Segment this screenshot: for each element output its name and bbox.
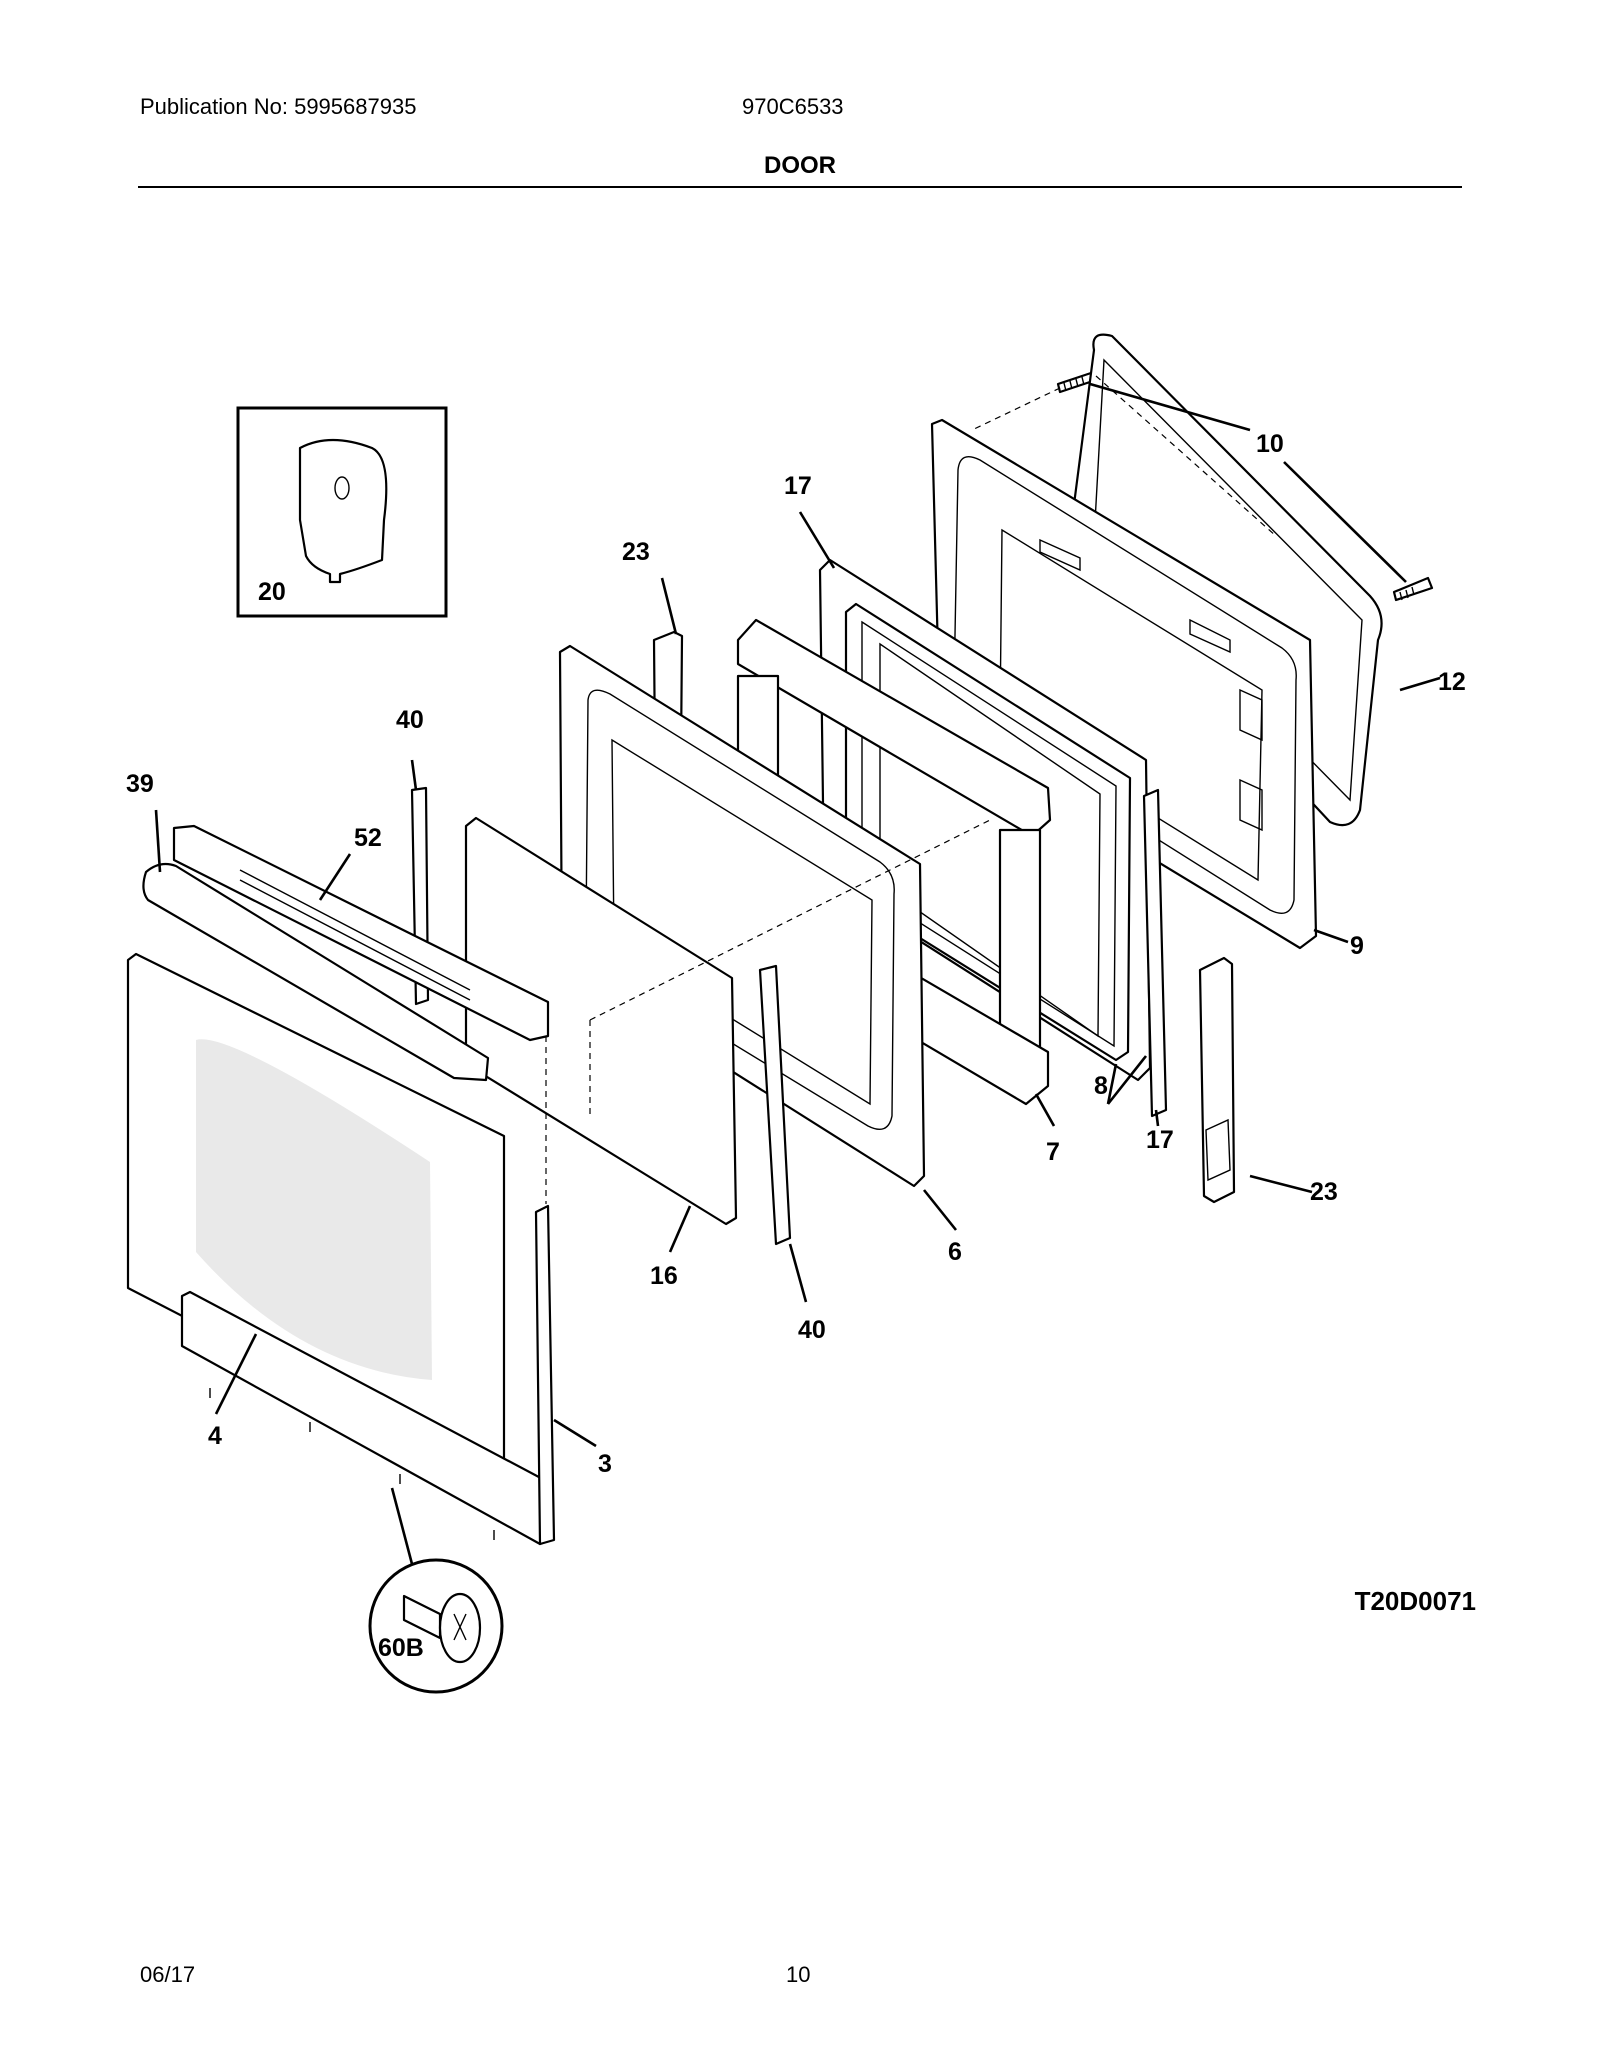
callouts: 20 23 17 10 12 40 39 52 9 8 7 17 23 6 16… bbox=[126, 430, 1476, 1662]
callout-4: 4 bbox=[208, 1422, 222, 1450]
channel-40-right bbox=[758, 964, 792, 1246]
callout-17-lower: 17 bbox=[1146, 1126, 1174, 1154]
frame-17-right bbox=[1142, 788, 1168, 1118]
callout-20: 20 bbox=[258, 578, 286, 606]
screw-10 bbox=[1056, 370, 1434, 602]
callout-16: 16 bbox=[650, 1262, 678, 1290]
inset-part-20 bbox=[236, 406, 448, 618]
callout-9: 9 bbox=[1350, 932, 1364, 960]
diagram-code: T20D0071 bbox=[1355, 1586, 1476, 1616]
callout-40-lower: 40 bbox=[798, 1316, 826, 1344]
handle-52-39 bbox=[142, 824, 550, 1082]
callout-23-lower: 23 bbox=[1310, 1178, 1338, 1206]
footer-page-number: 10 bbox=[786, 1962, 811, 1987]
callout-40-upper: 40 bbox=[396, 706, 424, 734]
callout-10: 10 bbox=[1256, 430, 1284, 458]
callout-6: 6 bbox=[948, 1238, 962, 1266]
callout-23-upper: 23 bbox=[622, 538, 650, 566]
header-divider bbox=[138, 186, 1462, 188]
screw-detail-60b bbox=[368, 1558, 504, 1694]
outer-door-3-4 bbox=[126, 952, 556, 1546]
publication-number: Publication No: 5995687935 bbox=[140, 94, 417, 119]
callout-7: 7 bbox=[1046, 1138, 1060, 1166]
callout-8: 8 bbox=[1094, 1072, 1108, 1100]
page-title: DOOR bbox=[764, 152, 836, 179]
callout-3: 3 bbox=[598, 1450, 612, 1478]
callout-60b: 60B bbox=[378, 1634, 424, 1662]
leader-lines bbox=[154, 382, 1441, 1565]
model-number: 970C6533 bbox=[742, 94, 844, 119]
callout-52: 52 bbox=[354, 824, 382, 852]
hinge-23-lower bbox=[1198, 956, 1236, 1204]
footer-date: 06/17 bbox=[140, 1962, 196, 1987]
callout-39: 39 bbox=[126, 770, 154, 798]
callout-12: 12 bbox=[1438, 668, 1466, 696]
callout-17-upper: 17 bbox=[784, 472, 812, 500]
